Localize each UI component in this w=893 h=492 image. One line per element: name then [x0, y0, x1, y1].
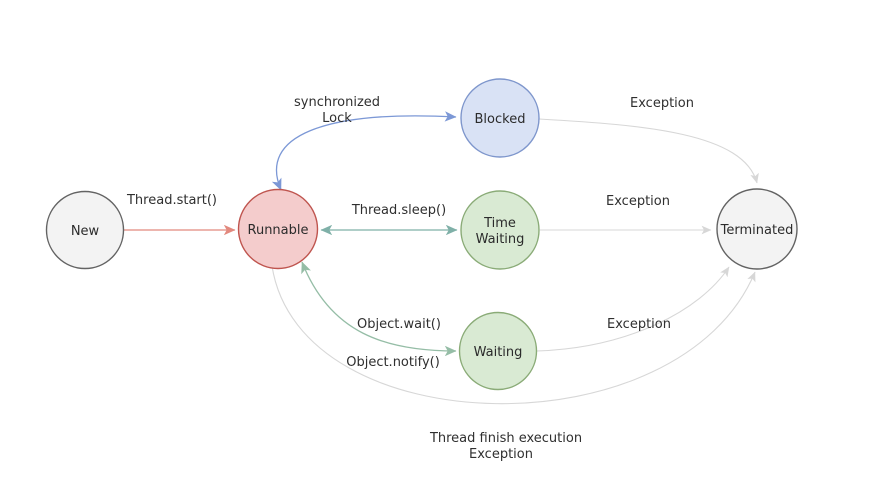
- blocked-state-label: Blocked: [475, 112, 526, 127]
- edge-blocked-terminated: [538, 118, 759, 184]
- edge-label-thread-sleep: Thread.sleep(): [351, 203, 446, 218]
- edge-label-object-wait: Object.wait(): [357, 317, 441, 332]
- time-waiting-state-label-line1: Time: [483, 216, 516, 231]
- terminated-state-label: Terminated: [720, 223, 794, 238]
- runnable-state-label: Runnable: [248, 223, 309, 238]
- runnable-state-circle: [237, 188, 319, 270]
- edge-label-exception-middle: Exception: [606, 194, 670, 209]
- new-state-circle: [45, 190, 125, 270]
- edge-runnable-waiting: [301, 261, 457, 357]
- node-runnable: Runnable: [237, 188, 319, 270]
- edge-label-exception-bottom: Exception: [607, 317, 671, 332]
- waiting-state-label: Waiting: [474, 345, 523, 360]
- terminated-state-circle: [716, 188, 798, 270]
- node-waiting: Waiting: [458, 311, 538, 391]
- node-new: New: [45, 190, 125, 270]
- node-time-waiting: Time Waiting: [460, 190, 540, 270]
- edge-label-synchronized-line2: Lock: [322, 111, 352, 126]
- time-waiting-state-circle: [460, 190, 540, 270]
- time-waiting-state-label-line2: Waiting: [476, 232, 525, 247]
- node-blocked: Blocked: [460, 78, 540, 158]
- edge-label-exception-top: Exception: [630, 96, 694, 111]
- edge-label-finish-line1: Thread finish execution: [429, 431, 582, 446]
- edge-label-finish-line2: Exception: [469, 447, 533, 462]
- waiting-state-circle: [458, 311, 538, 391]
- edge-label-object-notify: Object.notify(): [346, 355, 440, 370]
- blocked-state-circle: [460, 78, 540, 158]
- edge-label-synchronized-line1: synchronized: [294, 95, 380, 110]
- edge-label-thread-start: Thread.start(): [126, 193, 217, 208]
- edge-runnable-blocked: [271, 111, 457, 191]
- edge-waiting-terminated: [536, 266, 730, 352]
- node-terminated: Terminated: [716, 188, 798, 270]
- new-state-label: New: [71, 224, 100, 239]
